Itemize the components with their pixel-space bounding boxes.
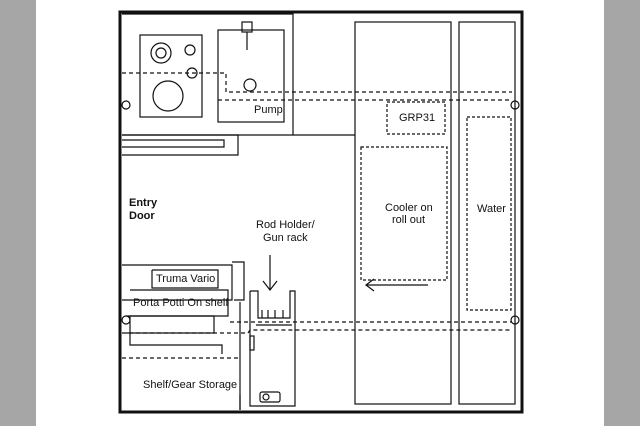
entry-door-label-line2: Door: [129, 210, 155, 222]
rod-holder-label-line1: Rod Holder/: [256, 219, 315, 231]
cooler-label-line2: roll out: [392, 214, 426, 226]
wall-vent-bottom: [121, 315, 131, 325]
sink-box: [217, 29, 285, 123]
outer-wall: [118, 10, 524, 414]
entry-door-label-line1: Entry: [129, 197, 158, 209]
drain: [243, 78, 257, 92]
wall-vent-top: [121, 100, 131, 110]
rod-holder: [249, 290, 296, 407]
porta-potti-label: Porta Potti On shelf: [133, 297, 229, 309]
rod-holder-label-line2: Gun rack: [263, 232, 308, 244]
burner-bottom: [152, 80, 184, 112]
burner-small-1: [184, 44, 196, 56]
grp31-label: GRP31: [399, 112, 436, 124]
cooler-cabinet: [354, 21, 452, 405]
diagram-sheet: [36, 0, 604, 426]
water-cabinet: [458, 21, 516, 405]
truma-vario-box: [151, 269, 219, 289]
stove-box: [139, 34, 203, 118]
pump-label: Pump: [254, 104, 283, 116]
cooler-dashed: [360, 146, 448, 281]
water-dashed: [466, 116, 512, 311]
burner-top: [150, 42, 172, 64]
heater-box: [122, 264, 233, 301]
burner-top-inner: [155, 47, 167, 59]
water-label: Water: [477, 203, 506, 215]
truma-vario-label: Truma Vario: [156, 273, 216, 285]
grab-handle: [259, 391, 281, 403]
cooler-label-line1: Cooler on: [385, 202, 433, 214]
shelf-storage-label: Shelf/Gear Storage: [143, 379, 238, 391]
